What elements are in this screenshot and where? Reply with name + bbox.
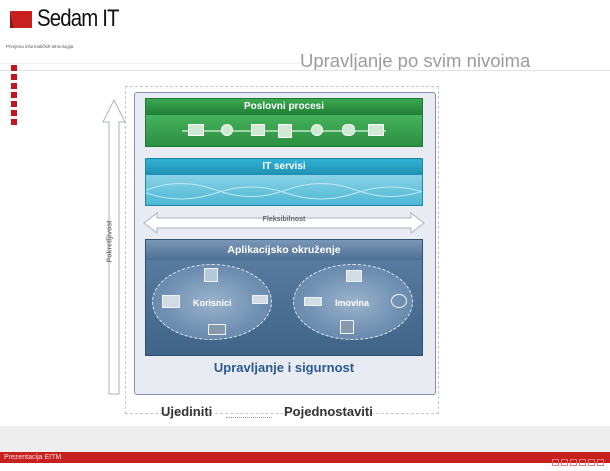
process-step-icon — [311, 124, 323, 136]
it-services-label: IT servisi — [146, 159, 422, 175]
page-title: Upravljanje po svim nivoima — [300, 50, 531, 71]
footer-text: Prezentacija EITM — [4, 454, 62, 461]
network-icon — [391, 294, 407, 308]
process-step-icon — [278, 124, 292, 138]
desktop-icon — [162, 295, 180, 308]
users-icon — [204, 268, 218, 282]
diagram-dashed-frame — [125, 86, 439, 414]
footer-bar — [0, 452, 610, 463]
server-icon — [346, 270, 362, 282]
footer-decoration — [550, 453, 604, 471]
storage-icon — [340, 320, 354, 334]
mobility-arrow-icon — [102, 98, 126, 395]
application-layer: Aplikacijsko okruženje Korisnici Imovina — [145, 239, 423, 356]
process-step-icon — [221, 124, 233, 136]
hardware-icon — [304, 297, 322, 306]
logo-icon — [10, 11, 32, 28]
management-security-label: Upravljanje i sigurnost — [213, 360, 355, 375]
unify-label: Ujediniti — [161, 404, 213, 419]
header-rule-short — [0, 63, 300, 64]
services-band — [145, 175, 427, 205]
simplify-label: Pojednostaviti — [284, 404, 373, 419]
process-step-icon — [188, 124, 204, 136]
assets-label: Imovina — [335, 298, 370, 308]
device-icon — [252, 295, 268, 304]
decorative-dots — [11, 65, 17, 128]
dotted-connector — [226, 417, 272, 418]
vertical-label: Pokretljivost — [106, 220, 114, 263]
it-services-layer: IT servisi — [145, 158, 427, 206]
process-step-icon — [342, 124, 355, 136]
business-processes-layer: Poslovni procesi — [145, 98, 423, 147]
header-rule — [0, 70, 610, 71]
flexibility-arrow-icon — [143, 212, 425, 234]
logo-subtitle: Primjena informatičkih tehnologija — [6, 44, 74, 49]
users-label: Korisnici — [193, 298, 232, 308]
process-step-icon — [368, 124, 384, 136]
flexibility-label: Fleksibilnost — [262, 216, 306, 223]
wave-pattern-icon — [145, 183, 427, 200]
business-processes-label: Poslovni procesi — [146, 99, 422, 115]
application-layer-label: Aplikacijsko okruženje — [146, 240, 422, 260]
printer-icon — [208, 324, 226, 335]
logo-text: Sedam IT — [37, 5, 119, 32]
process-step-icon — [251, 124, 265, 136]
process-flow — [146, 115, 422, 146]
